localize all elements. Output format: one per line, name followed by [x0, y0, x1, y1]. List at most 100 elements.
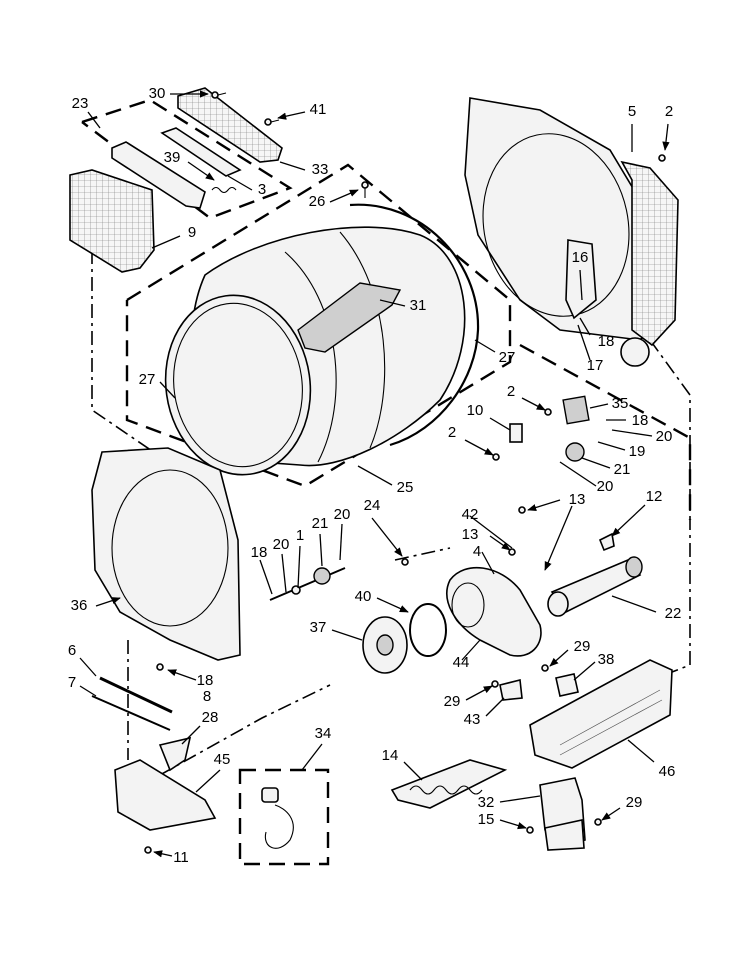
- callout-43: 43: [464, 711, 481, 728]
- duct-clip: [158, 736, 192, 772]
- blower-seal-ring: [409, 603, 447, 657]
- flame-sensor-bracket: [499, 679, 523, 701]
- callout-6: 6: [68, 642, 76, 659]
- lint-screen-grille: [177, 87, 283, 163]
- leader-25: [357, 465, 393, 486]
- assembly-line-duct: [159, 684, 331, 776]
- screw-30: [211, 91, 227, 99]
- leader-2b: [521, 397, 546, 411]
- callout-1: 1: [296, 527, 304, 544]
- callout-21-front: 21: [312, 515, 329, 532]
- screw-29-a: [541, 664, 549, 672]
- heater-mount-bracket: [544, 819, 585, 851]
- thermal-fuse: [509, 423, 523, 443]
- drum-rib-1: [284, 251, 337, 463]
- callout-35: 35: [612, 395, 629, 412]
- lint-housing-channel: [111, 141, 206, 209]
- callout-7: 7: [68, 674, 76, 691]
- leader-15: [499, 819, 527, 830]
- blower-housing: [446, 566, 542, 657]
- heater-housing: [529, 659, 673, 769]
- callout-17: 17: [587, 357, 604, 374]
- leader-21b: [319, 533, 323, 567]
- leader-17: [577, 324, 591, 361]
- callout-5: 5: [628, 103, 636, 120]
- leader-44: [461, 639, 481, 661]
- callout-29-mid: 29: [444, 693, 461, 710]
- leader-14: [403, 761, 423, 781]
- callout-45: 45: [214, 751, 231, 768]
- screw-24: [401, 558, 409, 566]
- callout-3: 3: [258, 181, 266, 198]
- callout-30: 30: [149, 85, 166, 102]
- leader-18d: [167, 669, 197, 681]
- callout-20-front-b: 20: [273, 536, 290, 553]
- leader-2a: [662, 123, 670, 151]
- lint-housing-spring: [211, 186, 237, 194]
- leader-41: [277, 111, 306, 120]
- callout-44: 44: [453, 654, 470, 671]
- callout-38: 38: [598, 651, 615, 668]
- leader-20d: [281, 553, 287, 593]
- leader-16: [579, 269, 583, 301]
- leader-13c: [544, 505, 573, 571]
- screw-15: [526, 826, 534, 834]
- assembly-line-heater: [649, 339, 691, 673]
- leader-29b: [465, 685, 493, 701]
- heater-housing-detail: [559, 689, 663, 756]
- callout-31: 31: [410, 297, 427, 314]
- screw-11: [144, 846, 152, 854]
- leader-12: [611, 504, 646, 537]
- drum-front-seal: [173, 302, 303, 468]
- leader-27a: [474, 339, 496, 353]
- leader-28: [181, 725, 201, 745]
- callout-39: 39: [164, 149, 181, 166]
- blower-housing-inlet: [451, 582, 485, 628]
- leader-26: [329, 189, 359, 203]
- callout-36: 36: [71, 597, 88, 614]
- callout-19: 19: [629, 443, 646, 460]
- callout-14: 14: [382, 747, 399, 764]
- leader-29a: [549, 649, 569, 667]
- heating-element: [390, 759, 508, 809]
- callout-27-front: 27: [139, 371, 156, 388]
- callout-34: 34: [315, 725, 332, 742]
- leader-27b: [159, 381, 176, 399]
- callout-9: 9: [188, 224, 196, 241]
- front-strap-7: [91, 695, 171, 731]
- drum-group-outline: [125, 163, 512, 488]
- wire-harness: [261, 787, 294, 849]
- leader-31: [379, 299, 406, 307]
- callout-24: 24: [364, 497, 381, 514]
- lint-duct: [114, 759, 217, 831]
- callout-21-rear: 21: [614, 461, 631, 478]
- leader-11: [153, 850, 173, 858]
- leader-18c: [259, 559, 273, 595]
- callout-8: 8: [203, 688, 211, 705]
- screw-2-thermostat: [544, 408, 552, 416]
- callout-27-rear: 27: [499, 349, 516, 366]
- screw-29-b: [491, 680, 499, 688]
- callout-11: 11: [173, 849, 189, 866]
- leader-43: [485, 697, 505, 717]
- callout-23: 23: [72, 95, 89, 112]
- callout-40: 40: [355, 588, 372, 605]
- leader-32: [499, 795, 541, 803]
- callout-29-top: 29: [574, 638, 591, 655]
- leader-24: [371, 517, 403, 557]
- callout-32: 32: [478, 794, 495, 811]
- leader-33: [279, 161, 306, 171]
- screw-2-rear: [658, 154, 666, 162]
- leader-21a: [581, 457, 611, 469]
- screw-29-c: [594, 818, 602, 826]
- callout-20-front-a: 20: [334, 506, 351, 523]
- rear-vent-panel: [620, 160, 679, 347]
- screws: [144, 91, 666, 854]
- wire-clip: [598, 532, 615, 552]
- callout-33: 33: [312, 161, 329, 178]
- callout-18-thermostat: 18: [632, 412, 649, 429]
- callout-16: 16: [572, 249, 589, 266]
- callout-2-fuse: 2: [448, 424, 456, 441]
- drum-roller-assembly: [269, 567, 346, 601]
- callout-13-mid: 13: [462, 526, 479, 543]
